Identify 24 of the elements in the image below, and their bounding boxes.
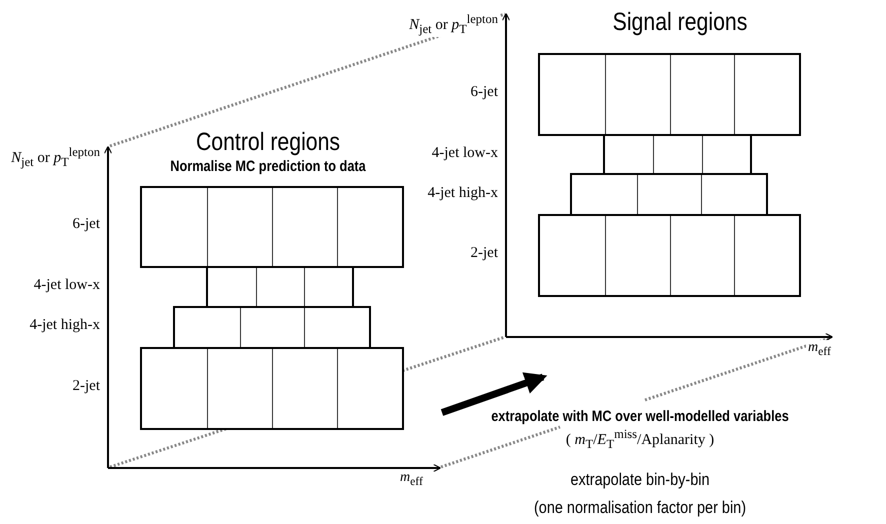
axis-label: m$_{eff}$: [806, 340, 833, 358]
panel-subtitle: Normalise MC prediction to data: [170, 158, 366, 175]
region-bin-box: [570, 173, 768, 216]
bin-note: extrapolate bin-by-bin: [568, 470, 712, 490]
arrow: [440, 372, 548, 416]
region-label: 4-jet high-x: [28, 317, 102, 334]
region-bin-box: [140, 186, 404, 268]
region-label: 6-jet: [468, 84, 500, 101]
region-label: 4-jet low-x: [430, 145, 500, 162]
region-label: 2-jet: [468, 245, 500, 262]
region-label: 6-jet: [70, 216, 102, 233]
panel-title: Control regions: [196, 128, 340, 157]
region-label: 2-jet: [70, 378, 102, 395]
region-bin-box: [173, 306, 371, 349]
region-label: 4-jet low-x: [32, 277, 102, 294]
region-label: 4-jet high-x: [426, 185, 500, 202]
panel-title: Signal regions: [612, 8, 748, 37]
region-bin-box: [603, 134, 752, 175]
bin-note: (one normalisation factor per bin): [532, 498, 748, 518]
region-bin-box: [538, 53, 801, 136]
region-bin-box: [140, 347, 404, 430]
extrapolation-note: extrapolate with MC over well-modelled variables: [490, 408, 790, 425]
region-bin-box: [538, 214, 801, 297]
region-bin-box: [206, 266, 354, 308]
